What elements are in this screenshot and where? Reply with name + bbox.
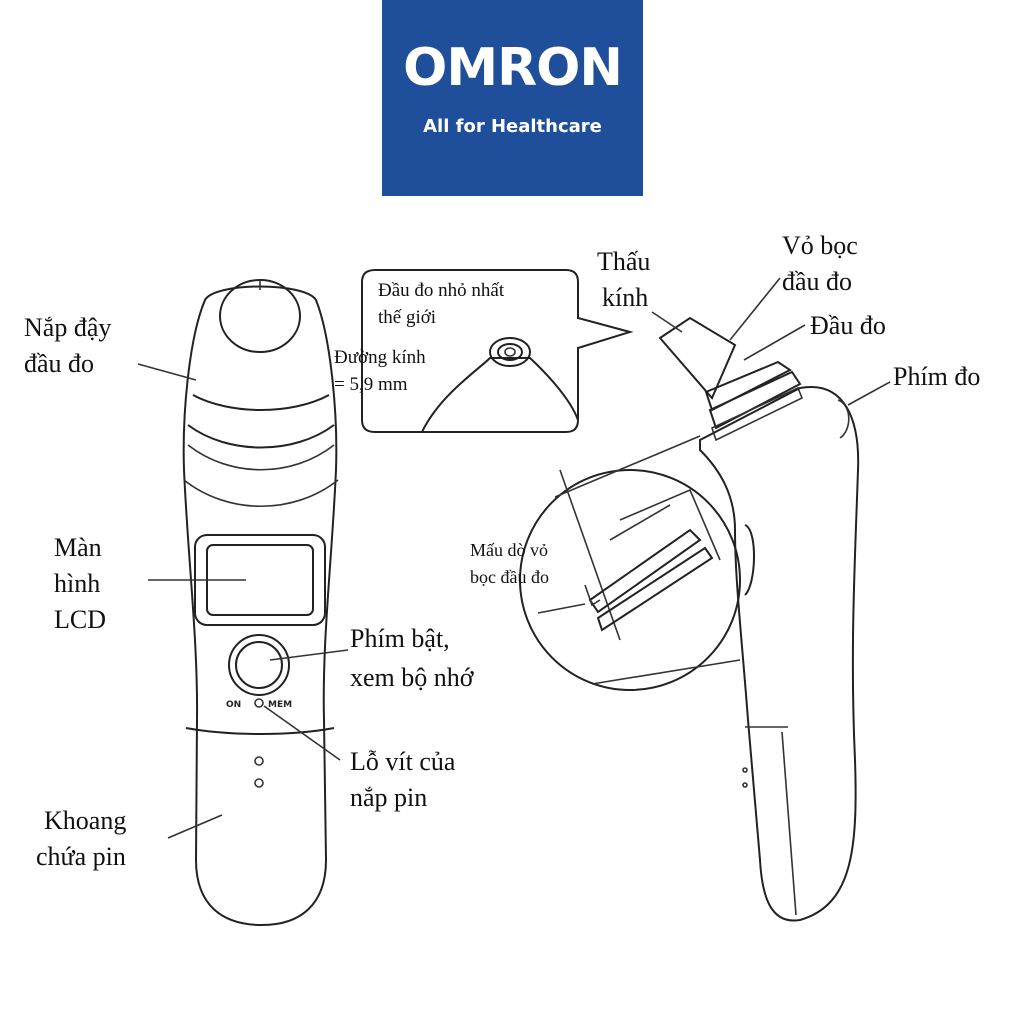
probe-cap-top bbox=[219, 279, 301, 353]
front-thermometer: ON MEM bbox=[182, 279, 339, 927]
on-mem-button bbox=[228, 634, 290, 696]
callout-line2: thế giới bbox=[378, 307, 436, 328]
side-thermometer bbox=[658, 316, 860, 922]
mem-marking: MEM bbox=[268, 700, 292, 710]
label-probe-cover-cap: Nắp đậy đầu đo bbox=[24, 313, 118, 378]
callout-diameter-2: = 5,9 mm bbox=[334, 374, 408, 395]
logo-tagline: All for Healthcare bbox=[423, 116, 602, 137]
label-lcd-screen: Màn hình LCD bbox=[54, 533, 108, 634]
on-marking: ON bbox=[226, 700, 241, 710]
label-lens: Thấu kính bbox=[597, 247, 657, 312]
logo-brand: OMRON bbox=[403, 38, 623, 98]
screw-hole bbox=[254, 756, 264, 766]
callout-diameter-1: Đường kính bbox=[334, 347, 426, 368]
screw-hole bbox=[254, 778, 264, 788]
label-measure-button: Phím đo bbox=[893, 362, 980, 391]
label-probe-cover-detector: Mấu dò vỏ bọc đầu đo bbox=[470, 540, 553, 587]
label-probe: Đầu đo bbox=[810, 311, 886, 340]
label-battery-screw-hole: Lỗ vít của nắp pin bbox=[350, 747, 462, 812]
omron-logo: OMRON All for Healthcare bbox=[382, 0, 643, 196]
label-probe-cover: Vỏ bọc đầu đo bbox=[782, 231, 864, 296]
detector-magnifier bbox=[519, 435, 741, 691]
label-on-mem-button: Phím bật, xem bộ nhớ bbox=[350, 624, 475, 692]
probe-size-callout: Đầu đo nhỏ nhất thế giới Đường kính = 5,… bbox=[334, 269, 634, 433]
callout-line1: Đầu đo nhỏ nhất bbox=[378, 280, 505, 301]
label-battery-compartment: Khoang chứa pin bbox=[36, 806, 133, 871]
side-lens bbox=[658, 316, 737, 400]
